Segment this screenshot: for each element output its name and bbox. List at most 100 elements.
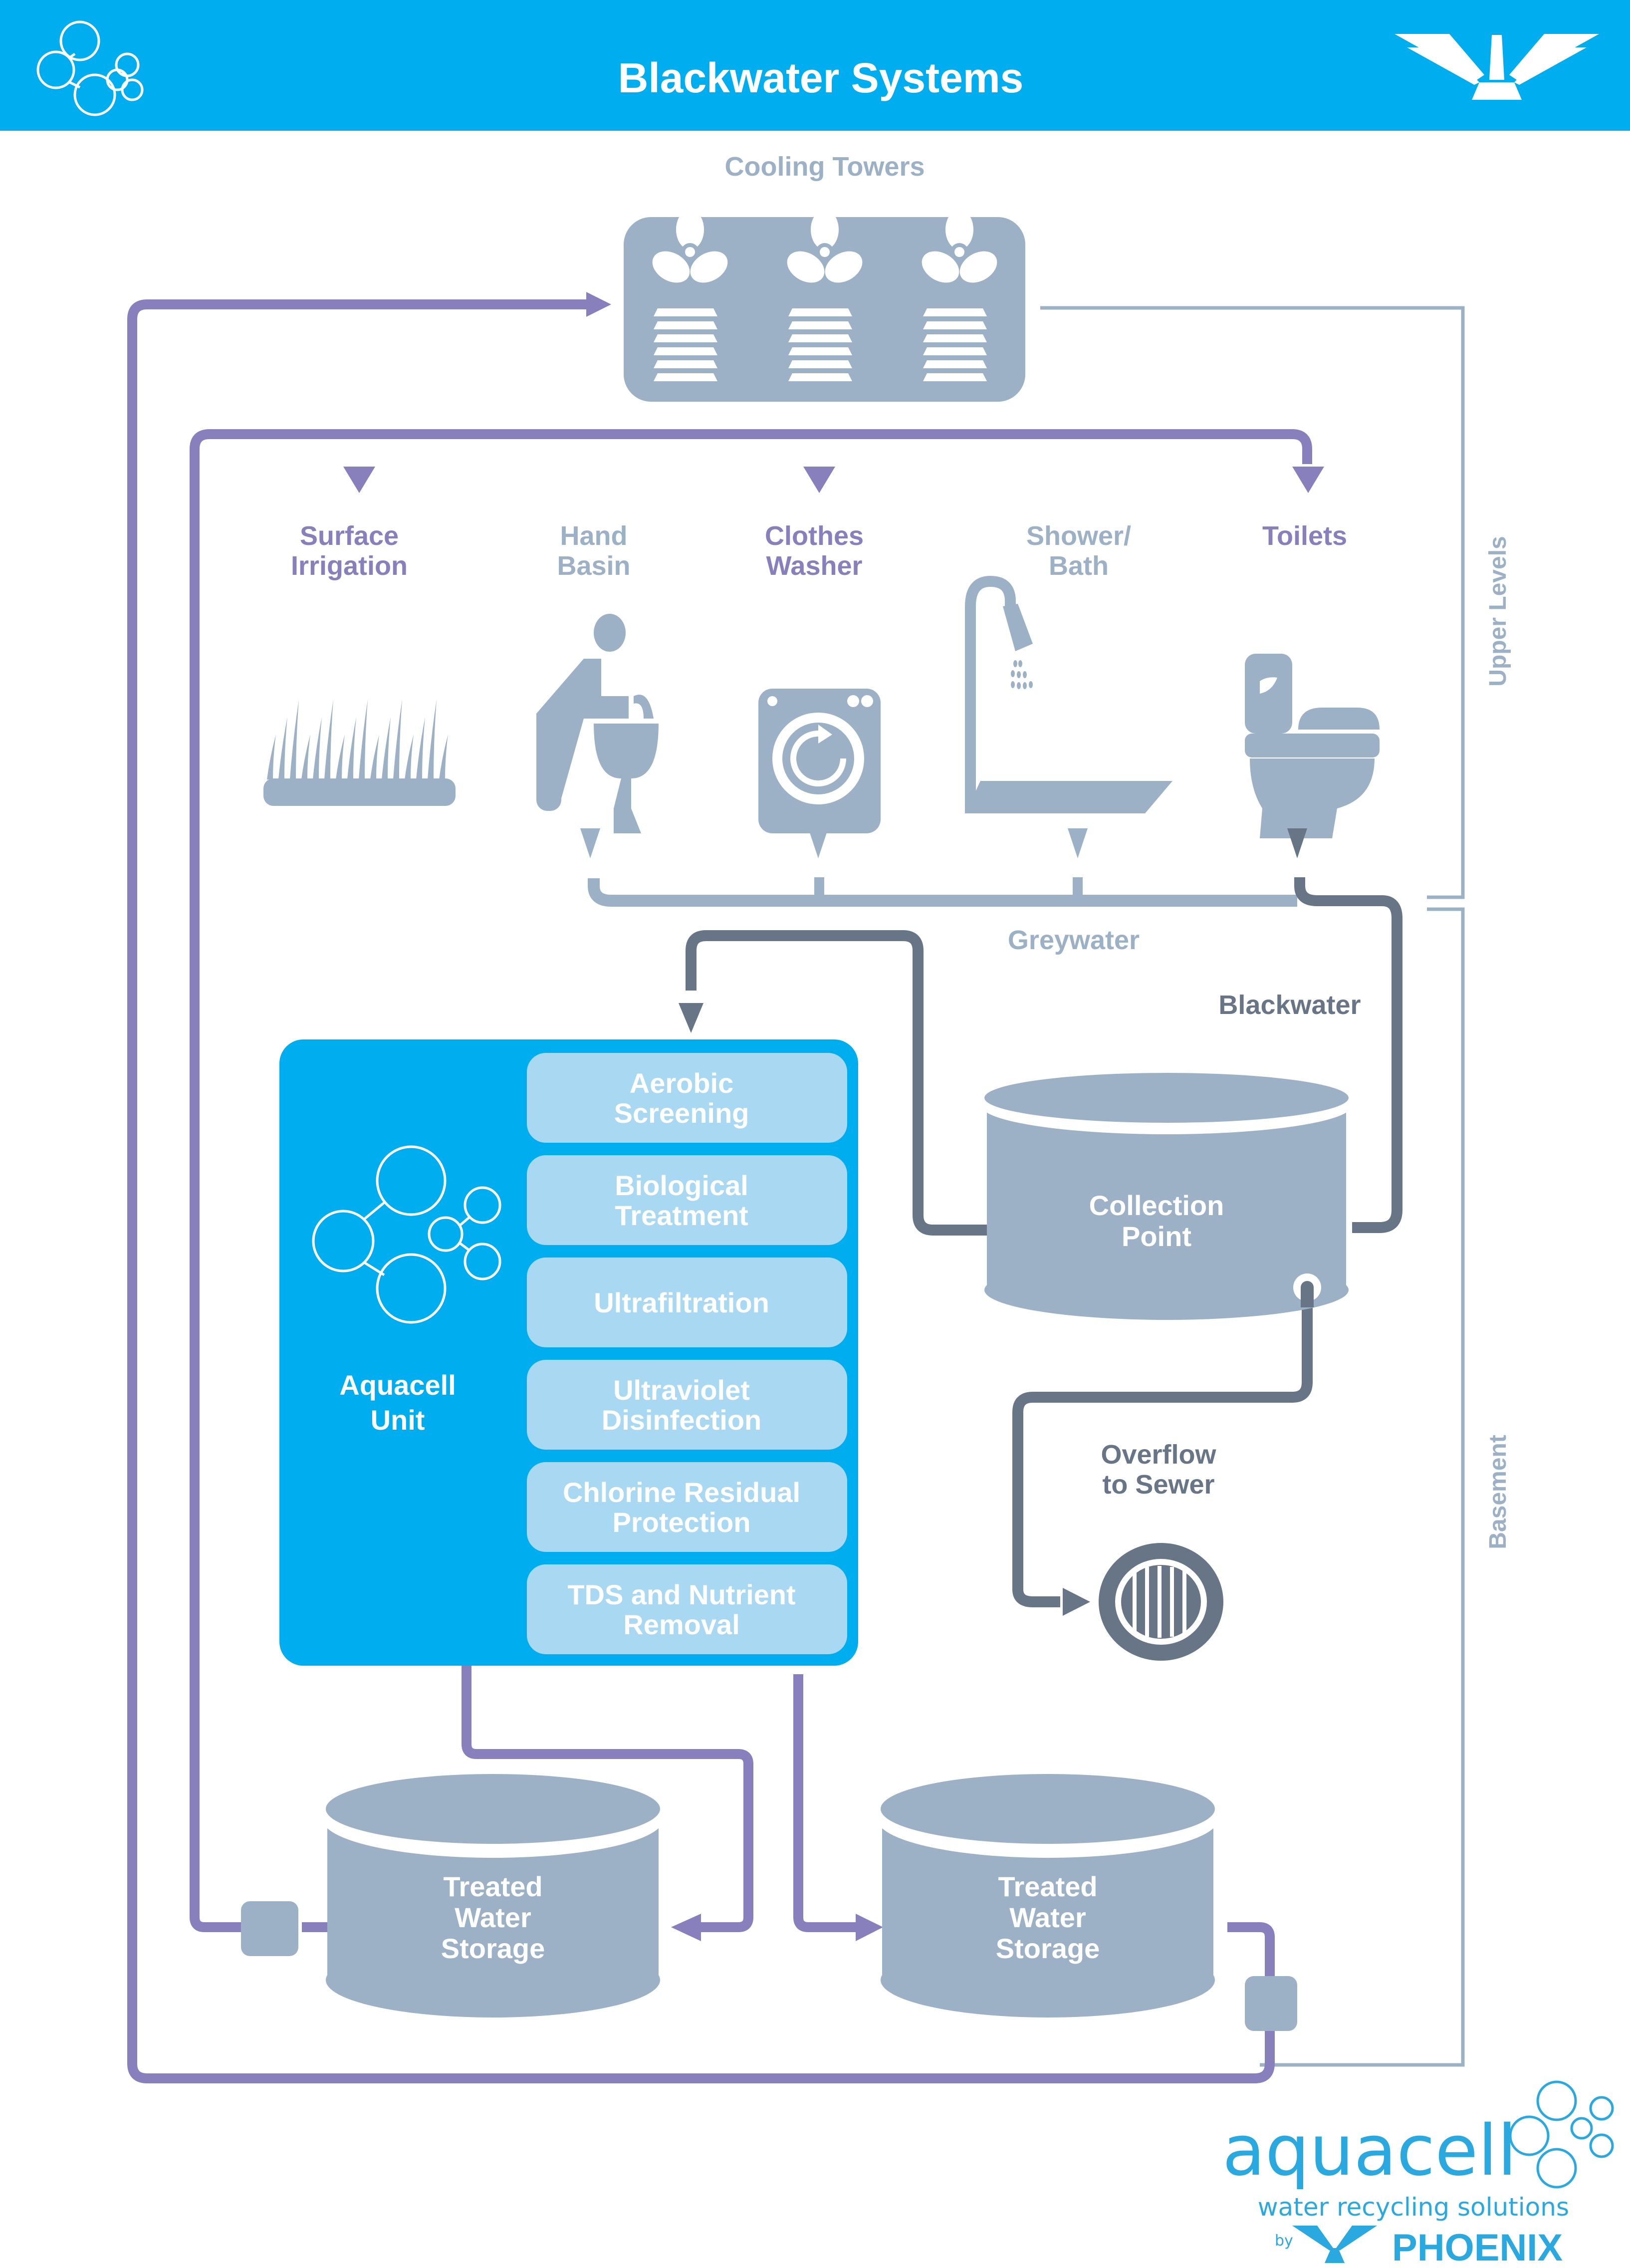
toilet-to-collection-pipe: [1294, 877, 1402, 1233]
louver-slat: [654, 347, 717, 355]
blackwater-label: Blackwater: [1218, 990, 1361, 1020]
stage-label: Biological: [615, 1170, 748, 1201]
arrow-left-icon: [671, 1914, 701, 1941]
grass-blade: [336, 735, 345, 779]
stage-label: Removal: [623, 1609, 739, 1640]
water-drop: [1017, 671, 1021, 678]
fixture-label-clothes-washer: Washer: [766, 551, 862, 581]
louver-slat: [923, 360, 987, 368]
fixture-label-hand-basin: Hand: [560, 521, 628, 551]
louver-slat: [654, 308, 717, 316]
drain-grate-icon: [1099, 1543, 1223, 1661]
louver-slat: [788, 334, 852, 342]
brand-tagline: water recycling solutions: [1258, 2193, 1569, 2222]
stage-box: [527, 1258, 847, 1347]
water-drop: [1011, 681, 1015, 688]
louver-slat: [923, 308, 987, 316]
collection-point-text: Point: [1122, 1221, 1191, 1252]
fixture-label-surface-irrigation: Irrigation: [291, 551, 408, 581]
basement-bracket: [1260, 907, 1465, 2067]
stage-label: Aerobic: [630, 1067, 734, 1099]
louver-slat: [923, 373, 987, 381]
storage-tank-label: Treated: [998, 1871, 1097, 1902]
water-drop: [1023, 682, 1027, 689]
overflow-text: to Sewer: [1102, 1470, 1214, 1500]
louver-slat: [654, 373, 717, 381]
header: Blackwater Systems: [0, 0, 1630, 131]
louver-slat: [654, 321, 717, 329]
louver-slat: [788, 308, 852, 316]
brand-company: PHOENIX: [1392, 2227, 1563, 2268]
stage-label: Protection: [613, 1507, 751, 1538]
stage-label: Chlorine Residual: [563, 1477, 800, 1508]
fixture-labels: SurfaceIrrigationHandBasinClothesWasherS…: [291, 521, 1347, 581]
water-drop: [1011, 670, 1015, 677]
louver-slat: [654, 334, 717, 342]
grass-blade: [370, 735, 379, 779]
brand-by: by: [1275, 2232, 1293, 2250]
stage-box: [527, 1155, 847, 1245]
water-drop: [1017, 682, 1021, 689]
hand-basin-icon: [536, 614, 659, 833]
louver-slat: [923, 347, 987, 355]
arrow-down-icon: [803, 467, 835, 493]
grass-blade: [301, 735, 310, 779]
arrow-down-icon: [1068, 828, 1088, 858]
page-title: Blackwater Systems: [618, 54, 1023, 101]
overflow-pipe: [1012, 1287, 1313, 1607]
storage-tank-label: Storage: [996, 1933, 1100, 1964]
unit-to-right-storage-pipe: [793, 1674, 856, 1932]
left-pump-coupling: [241, 1901, 298, 1956]
molecule-icon: [312, 1145, 501, 1324]
grass-blade: [382, 717, 391, 779]
louver-slat: [923, 334, 987, 342]
basement-label: Basement: [1485, 1435, 1511, 1549]
arrow-down-icon: [343, 467, 375, 493]
grass-blade: [393, 700, 402, 779]
fixture-icons: [263, 575, 1380, 838]
arrow-down-icon: [1287, 828, 1307, 858]
cooling-tower-supply-pipe: [127, 299, 1275, 2083]
upper-levels-label: Upper Levels: [1485, 536, 1511, 686]
upper-levels-bracket: [1040, 306, 1465, 899]
brand-wordmark: aquacell: [1222, 2110, 1517, 2192]
stage-box: [527, 1360, 847, 1450]
collection-to-unit-pipe: [686, 930, 995, 1236]
grass-blade: [405, 735, 414, 779]
arrow-right-icon: [1063, 1588, 1090, 1616]
greywater-label: Greywater: [1008, 925, 1140, 955]
louver-slat: [788, 347, 852, 355]
grass-blade: [439, 735, 448, 779]
blackwater-arrows: [679, 1003, 1090, 1616]
louver-slat: [923, 321, 987, 329]
storage-outlet-pipe: [1227, 1922, 1275, 1976]
fixture-label-surface-irrigation: Surface: [300, 521, 399, 551]
stage-box: [527, 1564, 847, 1654]
fixture-label-shower-bath: Bath: [1049, 551, 1109, 581]
stage-label: Ultraviolet: [613, 1374, 750, 1406]
stage-box: [527, 1462, 847, 1552]
header-bar: [0, 0, 1630, 131]
shower-icon: [965, 575, 1172, 813]
fixture-label-shower-bath: Shower/: [1026, 521, 1131, 551]
fan-icon: [922, 210, 997, 283]
fan-icon: [787, 210, 863, 283]
arrow-right-icon: [856, 1914, 883, 1941]
phoenix-logo-icon: [1292, 2226, 1377, 2263]
grass-blade: [278, 717, 287, 779]
stage-label: Ultrafiltration: [594, 1287, 769, 1318]
molecule-icon: [1509, 2080, 1614, 2189]
molecule-icon: [36, 20, 144, 116]
aquacell-unit-label: Aquacell: [339, 1369, 456, 1401]
blackwater-pipes: [686, 877, 1402, 1607]
phoenix-logo-icon: [1395, 34, 1599, 100]
arrow-right-icon: [586, 292, 611, 317]
